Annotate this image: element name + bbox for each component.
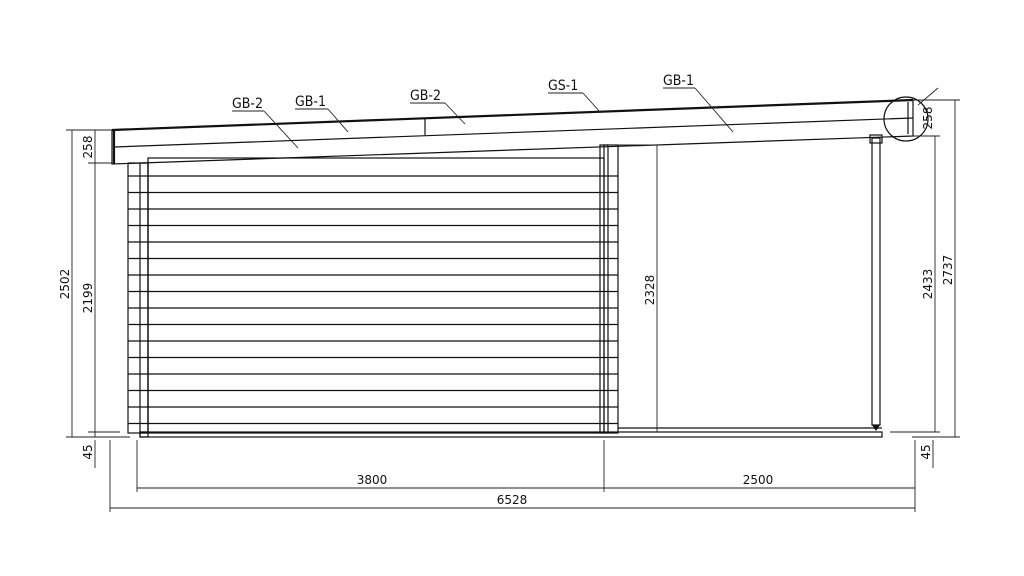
dim-open-width: 2500: [743, 473, 774, 487]
label-gs1: GS-1: [548, 78, 578, 94]
dim-left-roof: 258: [81, 136, 95, 159]
dim-right-total: 2737: [941, 255, 955, 286]
middle-corner-logs: [603, 144, 619, 434]
leader: [444, 102, 466, 125]
base-block: [139, 431, 149, 438]
post-head: [869, 134, 883, 144]
leader: [327, 108, 349, 133]
detail-circle: [883, 96, 929, 142]
dim-opening: 2328: [643, 275, 657, 306]
label-gb1-right: GB-1: [663, 73, 694, 89]
dim-right-roof: 258: [921, 107, 935, 130]
dim-total-width: 6528: [497, 493, 528, 507]
wall-boards: [128, 175, 618, 425]
roof-mid-line: [113, 117, 914, 148]
left-stud: [139, 162, 149, 434]
left-corner-logs: [127, 162, 149, 434]
dim-right-base: 45: [919, 444, 933, 459]
dim-left-wall: 2199: [81, 283, 95, 314]
leader: [694, 87, 734, 133]
closed-wall: [127, 144, 619, 434]
leader: [582, 92, 601, 113]
label-gb2-left: GB-2: [232, 96, 263, 112]
roof-top-edge: [111, 98, 914, 132]
dim-right-post: 2433: [921, 269, 935, 300]
wall-panel: [147, 157, 605, 434]
part-labels: GB-2 GB-1 GB-2 GS-1 GB-1: [232, 73, 734, 149]
dim-left-total: 2502: [58, 269, 72, 300]
dimensions: 258 2502 2199 45 2328 258 2433 2737 45 3…: [58, 87, 960, 512]
leader: [917, 87, 939, 106]
dim-left-base: 45: [81, 444, 95, 459]
leader: [263, 110, 299, 149]
support-post: [871, 137, 881, 426]
dim-closed-width: 3800: [357, 473, 388, 487]
open-area: [139, 134, 883, 438]
label-gb2-mid: GB-2: [410, 88, 441, 104]
label-gb1-left: GB-1: [295, 94, 326, 110]
